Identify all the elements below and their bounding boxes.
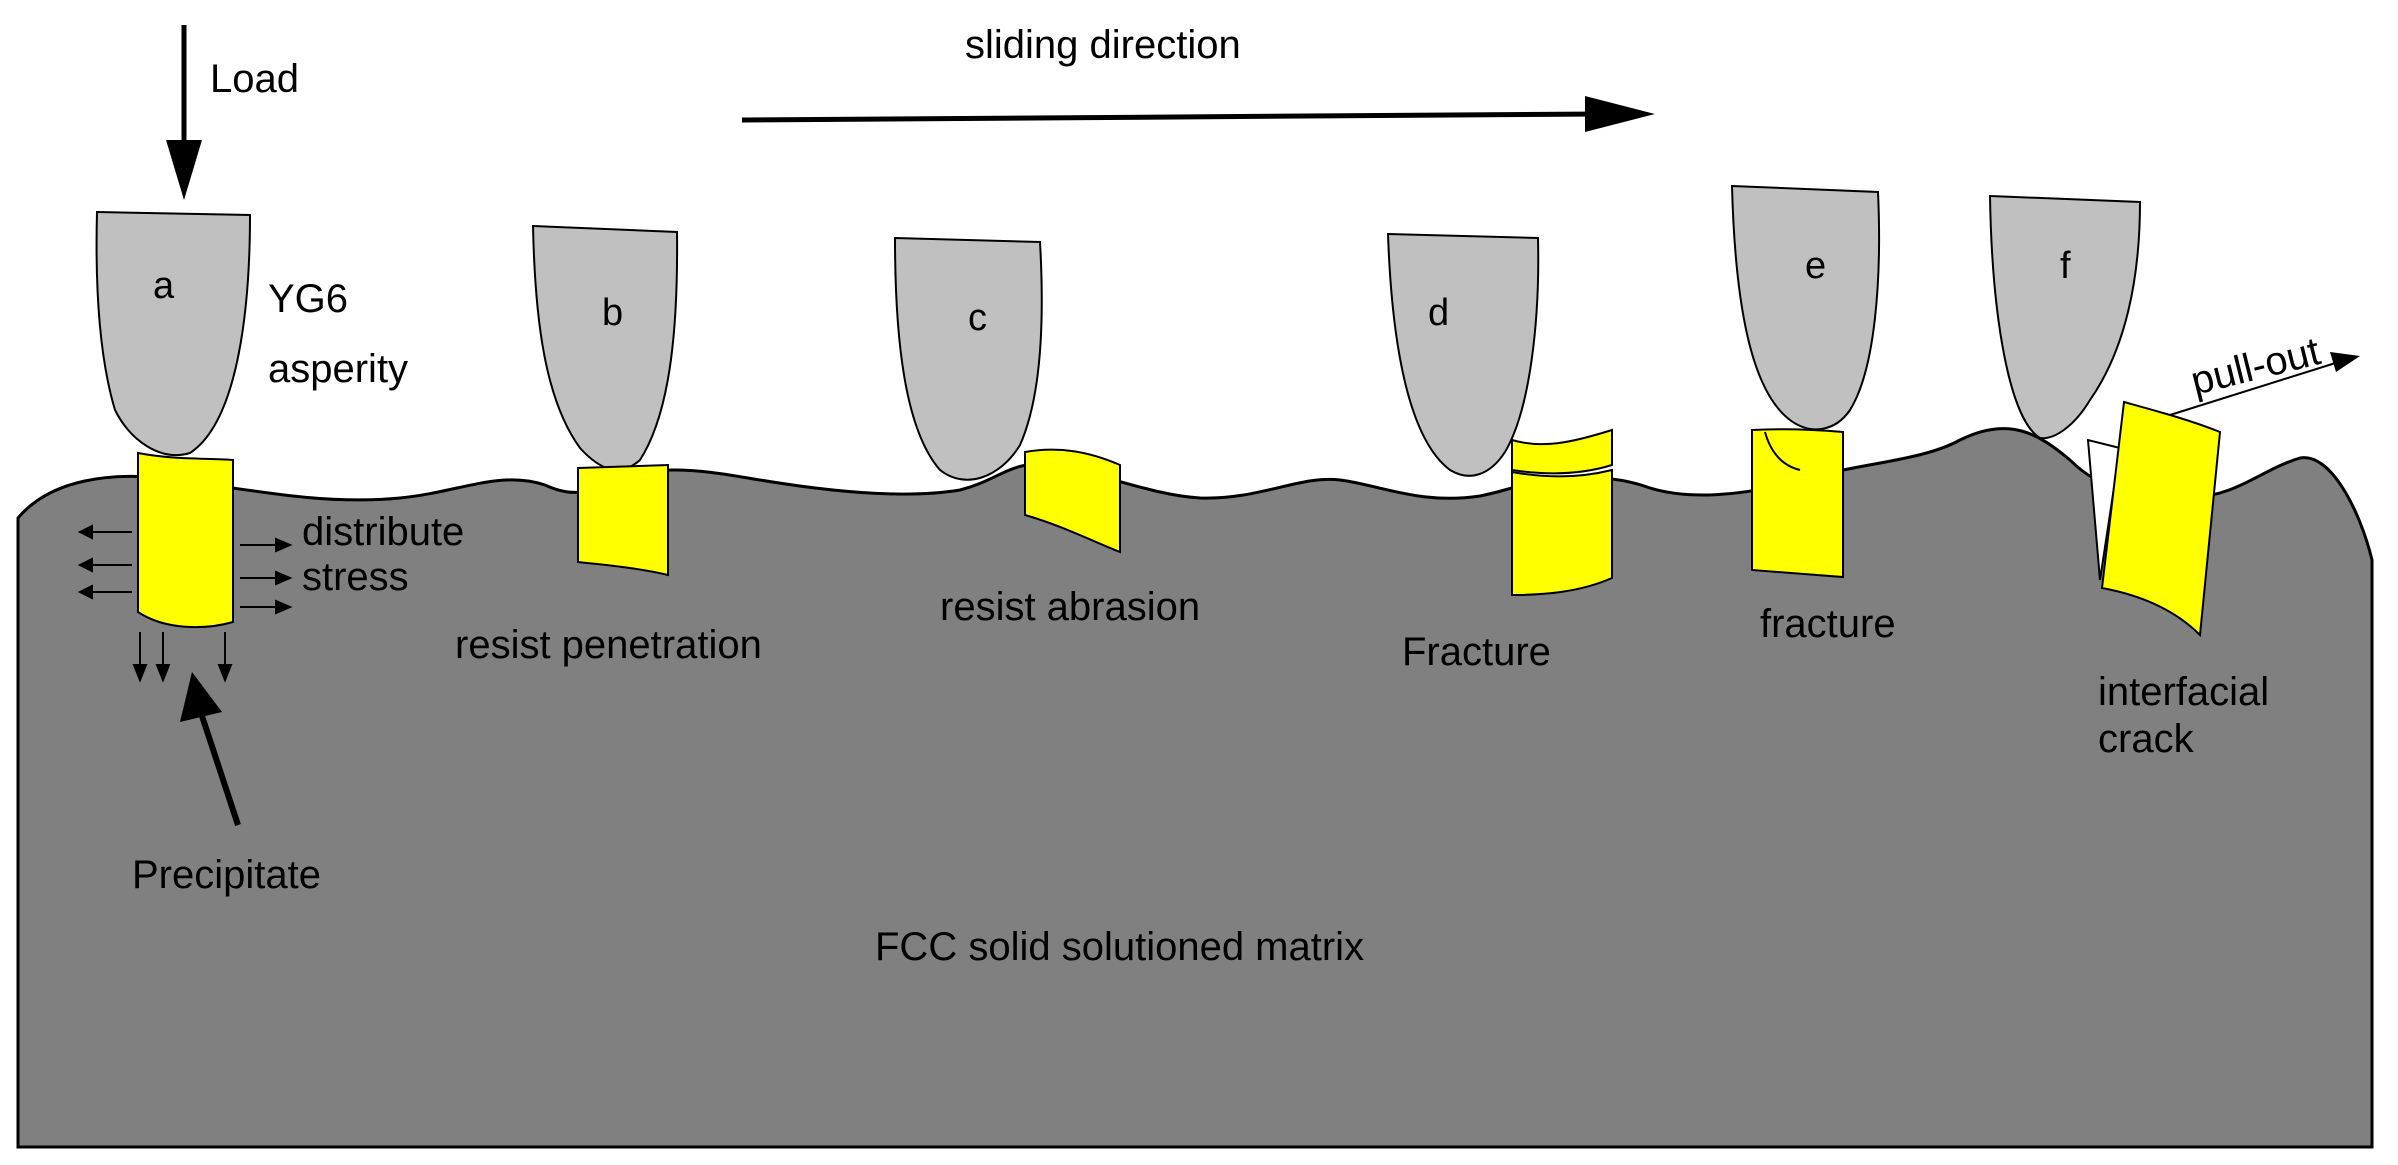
distribute-stress-line2: stress — [302, 555, 409, 599]
asperity-letter-d: d — [1428, 292, 1449, 334]
fracture-e-label: fracture — [1760, 602, 1896, 646]
sliding-direction-label: sliding direction — [965, 23, 1241, 67]
interfacial-crack-line2: crack — [2098, 717, 2195, 761]
asperity-e — [1730, 184, 1881, 431]
pull-out-label: pull-out — [2187, 329, 2325, 403]
interfacial-crack-line1: interfacial — [2098, 670, 2269, 714]
load-label: Load — [210, 57, 299, 101]
asperity-letter-b: b — [602, 292, 623, 334]
stress-arrows-down — [132, 632, 233, 683]
asperity-c — [893, 236, 1043, 481]
asperity-label-line1: YG6 — [268, 277, 348, 321]
fracture-crack-e — [1764, 431, 1801, 471]
precipitate-f — [2100, 400, 2222, 638]
asperity-f — [1988, 194, 2142, 440]
asperity-letter-e: e — [1805, 245, 1826, 287]
matrix-label: FCC solid solutioned matrix — [875, 925, 1364, 969]
resist-penetration-label: resist penetration — [455, 623, 762, 667]
precipitate-b — [577, 463, 669, 577]
asperity-letter-c: c — [968, 297, 987, 339]
sliding-direction-arrow — [741, 96, 1655, 132]
stress-arrows-right — [240, 537, 293, 615]
precipitate-label: Precipitate — [132, 853, 321, 897]
stress-arrows-left — [77, 524, 132, 600]
precipitate-d — [1511, 468, 1613, 597]
pull-out-arrow — [2169, 352, 2360, 416]
precipitate-a — [137, 451, 234, 629]
resist-abrasion-label: resist abrasion — [940, 585, 1200, 629]
precipitate-pointer-arrow — [180, 672, 241, 826]
distribute-stress-line1: distribute — [302, 510, 464, 554]
asperity-letter-a: a — [153, 265, 175, 307]
fcc-matrix — [16, 427, 2374, 1149]
asperity-b — [531, 224, 679, 471]
precipitate-c — [1024, 448, 1121, 554]
precipitate-d-fragment — [1511, 428, 1613, 475]
asperity-letter-f: f — [2060, 245, 2071, 287]
asperity-a — [95, 210, 252, 456]
fracture-d-label: Fracture — [1402, 630, 1551, 674]
load-arrow — [166, 25, 202, 200]
asperity-label-line2: asperity — [268, 347, 408, 391]
asperity-d — [1386, 232, 1540, 477]
precipitate-e — [1751, 428, 1844, 579]
